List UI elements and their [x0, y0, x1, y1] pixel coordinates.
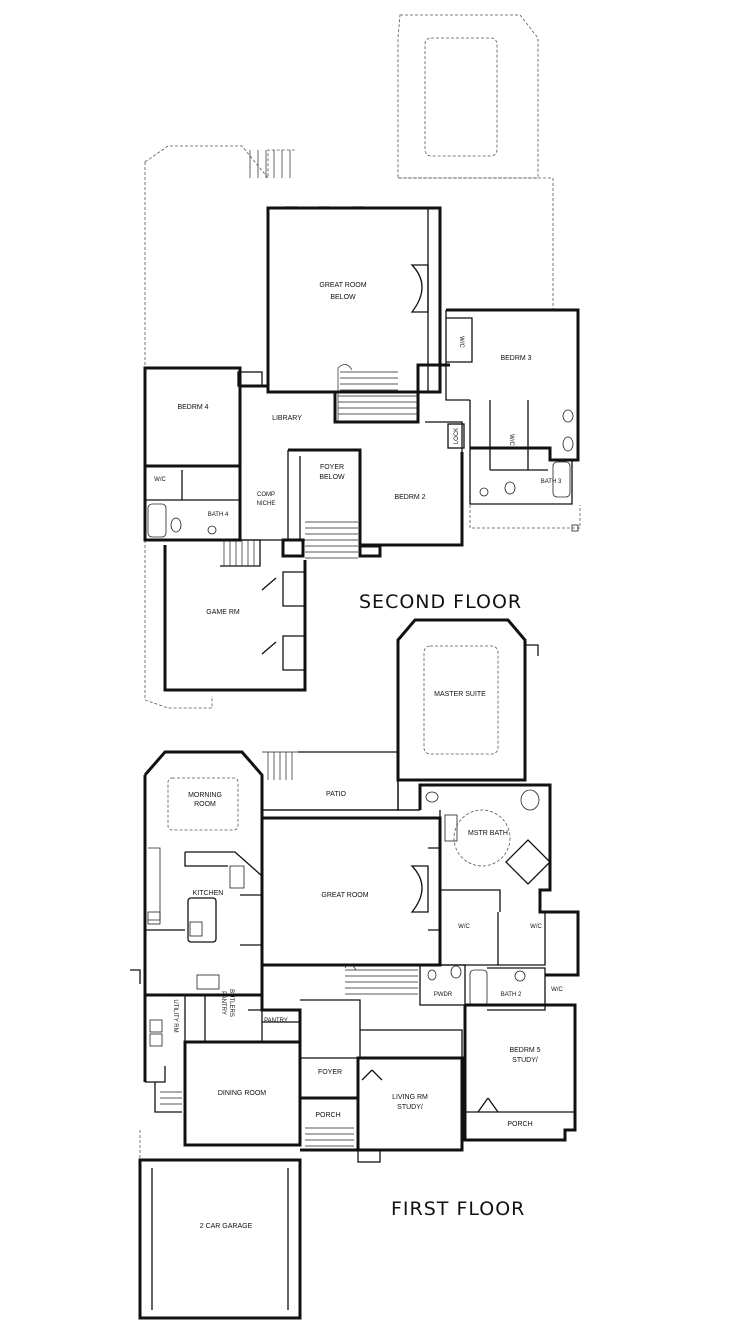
label-wic-b-2nd: W/C — [508, 434, 514, 446]
label-pwdr: PWDR — [434, 992, 453, 998]
label-garage: 2 CAR GARAGE — [200, 1223, 253, 1230]
label-great-room: GREAT ROOM — [321, 892, 368, 899]
label-game-rm: GAME RM — [206, 609, 240, 616]
label-library: LIBRARY — [272, 415, 302, 422]
label-bedrm5: BEDRM 5 — [509, 1047, 540, 1054]
label-bath3: BATH 3 — [541, 479, 562, 485]
label-mstr-bath: MSTR BATH — [468, 830, 508, 837]
label-bath2: BATH 2 — [501, 992, 522, 998]
label-wic-c-1st: W/C — [551, 987, 563, 993]
label-great-room-below: GREAT ROOM — [319, 282, 366, 289]
label-morning-room: MORNING — [188, 792, 222, 799]
label-master-suite: MASTER SUITE — [434, 691, 486, 698]
label-patio: PATIO — [326, 791, 347, 798]
label-dining-room: DINING ROOM — [218, 1090, 266, 1097]
label-butlers-pantry: BUTLERS — [228, 989, 234, 1017]
label-lock: LOCK — [454, 428, 460, 444]
label-wic-a-1st: W/C — [458, 924, 470, 930]
label-bedrm4: BEDRM 4 — [177, 404, 208, 411]
second-floor-title: SECOND FLOOR — [359, 591, 522, 613]
label-foyer-below: FOYER — [320, 464, 344, 471]
first-floor-title: FIRST FLOOR — [391, 1198, 525, 1220]
label-butlers-pantry-2: PANTRY — [220, 991, 226, 1015]
label-foyer-below-2: BELOW — [319, 474, 345, 481]
label-great-room-below-2: BELOW — [330, 294, 356, 301]
label-utility: UTILITY RM — [172, 999, 178, 1032]
label-pantry: PANTRY — [264, 1018, 288, 1024]
label-living-rm-study: STUDY/ — [397, 1104, 423, 1111]
label-wic-a-2nd: W/C — [458, 336, 464, 348]
second-floor-plan: GREAT ROOM BELOW BEDRM 3 W/C BEDRM 4 LIB… — [143, 14, 581, 709]
label-comp-niche: COMP — [257, 492, 275, 498]
label-kitchen: KITCHEN — [193, 890, 224, 897]
label-bedrm2: BEDRM 2 — [394, 494, 425, 501]
label-morning-room-2: ROOM — [194, 801, 216, 808]
label-bedrm5-study: STUDY/ — [512, 1057, 538, 1064]
label-living-rm: LIVING RM — [392, 1094, 428, 1101]
label-comp-niche-2: NICHE — [257, 501, 276, 507]
label-porch-a: PORCH — [315, 1112, 340, 1119]
label-wic-b-1st: W/C — [530, 924, 542, 930]
label-bath4: BATH 4 — [208, 512, 229, 518]
label-foyer: FOYER — [318, 1069, 342, 1076]
label-porch-b: PORCH — [507, 1121, 532, 1128]
label-wic-c-2nd: W/C — [154, 477, 166, 483]
label-bedrm3: BEDRM 3 — [500, 355, 531, 362]
first-floor-plan: MASTER SUITE PATIO MORNING ROOM MSTR BAT… — [130, 618, 580, 1320]
